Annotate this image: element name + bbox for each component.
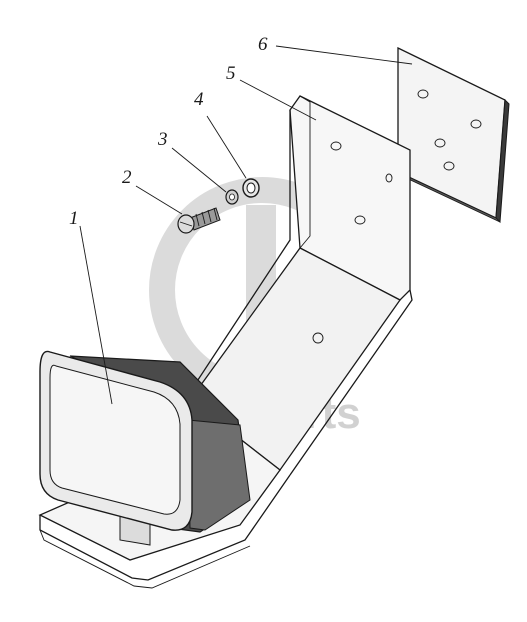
- leader-2: [135, 185, 183, 215]
- callout-2: 2: [122, 167, 132, 188]
- callout-4: 4: [194, 89, 204, 110]
- leader-3: [171, 147, 227, 193]
- part-3-washer: [225, 189, 239, 205]
- part-4-washer: [242, 178, 260, 198]
- callout-1: 1: [69, 208, 79, 229]
- leader-5: [239, 79, 317, 121]
- part-1-lamp: [39, 350, 251, 546]
- leader-lines: [79, 45, 413, 405]
- leader-1: [79, 225, 113, 405]
- callout-3: 3: [157, 129, 168, 150]
- leader-4: [206, 115, 247, 179]
- part-6-plate: [397, 46, 510, 224]
- part-2-screw: [177, 207, 221, 234]
- callout-6: 6: [258, 34, 268, 55]
- callout-5: 5: [226, 63, 236, 84]
- leader-6: [275, 45, 413, 65]
